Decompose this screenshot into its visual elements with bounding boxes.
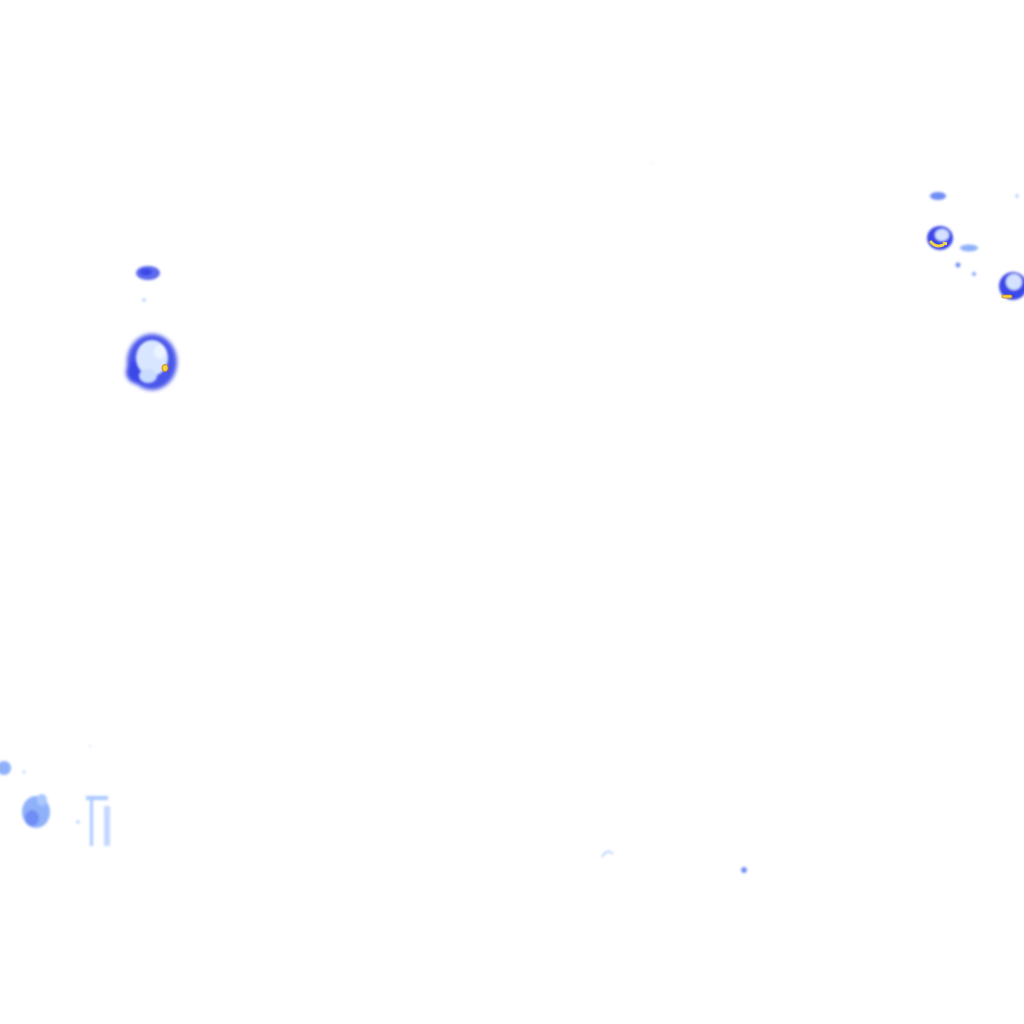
echo-cell-speck-south [601,162,747,873]
echo-cell-scatter-southwest [0,745,110,846]
echo-cell-small-west [136,266,160,302]
echo-cell-cluster-northeast-a [927,192,1019,277]
echo-cell-storm-west [126,334,177,390]
echo-cell-cluster-northeast-b [999,272,1024,300]
